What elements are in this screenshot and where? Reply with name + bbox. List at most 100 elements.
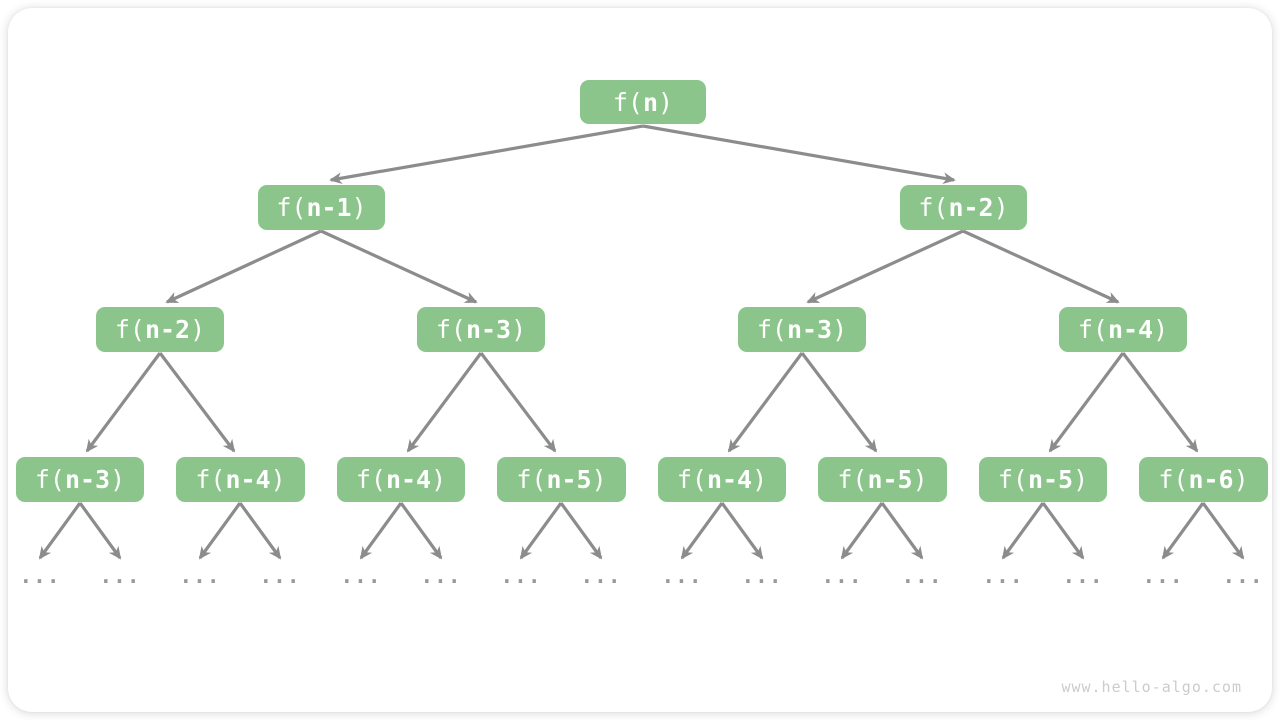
edge-line — [962, 229, 1120, 304]
tree-node: f(n-2) — [96, 307, 224, 352]
node-label-arg: n-2 — [144, 315, 191, 344]
tree-node: f(n-3) — [738, 307, 866, 352]
ellipsis-leaf: ... — [580, 564, 622, 588]
node-label-pre: f( — [516, 465, 547, 494]
tree-node: f(n-5) — [497, 457, 626, 502]
edge-line — [406, 352, 483, 453]
ellipsis-leaf: ... — [901, 564, 943, 588]
edge-line — [806, 229, 964, 304]
edge-line — [1161, 502, 1205, 560]
node-label-arg: n-3 — [786, 315, 833, 344]
ellipsis-leaf: ... — [99, 564, 141, 588]
edge-line — [198, 502, 242, 560]
node-label-arg: n-3 — [465, 315, 512, 344]
edge-line — [727, 352, 804, 453]
edge-line — [158, 352, 236, 453]
node-label-arg: n-4 — [385, 465, 432, 494]
node-label-arg: n-4 — [1107, 315, 1154, 344]
node-label-pre: f( — [276, 193, 307, 222]
node-label-pre: f( — [355, 465, 386, 494]
node-label-arg: n-3 — [64, 465, 111, 494]
edge-line — [1001, 502, 1045, 560]
node-label-post: ) — [1153, 315, 1169, 344]
ellipsis-leaf: ... — [661, 564, 703, 588]
node-label-arg: n-5 — [1027, 465, 1074, 494]
edge-line — [559, 502, 603, 560]
edge-line — [519, 502, 563, 560]
node-label-pre: f( — [918, 193, 949, 222]
tree-node: f(n-6) — [1139, 457, 1268, 502]
edge-line — [680, 502, 724, 560]
ellipsis-leaf: ... — [19, 564, 61, 588]
edge-line — [38, 502, 82, 560]
node-label-arg: n-5 — [867, 465, 913, 494]
node-label-pre: f( — [997, 465, 1028, 494]
edge-line — [1121, 352, 1199, 453]
edge-line — [1041, 502, 1085, 560]
edge-line — [642, 124, 956, 184]
tree-node: f(n-4) — [658, 457, 786, 502]
ellipsis-leaf: ... — [340, 564, 382, 588]
edge-line — [479, 352, 557, 453]
edge-line — [1201, 502, 1245, 560]
tree-node: f(n-5) — [979, 457, 1107, 502]
node-label-pre: f( — [756, 315, 787, 344]
node-label-post: ) — [351, 193, 367, 222]
node-label-pre: f( — [435, 315, 466, 344]
edge-line — [238, 502, 282, 560]
edge-line — [85, 352, 162, 453]
ellipsis-leaf: ... — [821, 564, 863, 588]
node-label-post: ) — [912, 465, 928, 494]
ellipsis-leaf: ... — [741, 564, 783, 588]
node-label-arg: n-1 — [306, 193, 352, 222]
ellipsis-leaf: ... — [420, 564, 462, 588]
tree-node: f(n-1) — [258, 185, 385, 230]
tree-node: f(n-3) — [16, 457, 144, 502]
node-label-pre: f( — [195, 465, 226, 494]
node-label-pre: f( — [676, 465, 707, 494]
node-label-post: ) — [752, 465, 768, 494]
node-label-pre: f( — [837, 465, 868, 494]
tree-node: f(n-2) — [900, 185, 1027, 230]
tree-node: f(n-4) — [1059, 307, 1187, 352]
node-label-arg: n — [642, 87, 659, 117]
edge-line — [720, 502, 764, 560]
tree-node: f(n) — [580, 80, 706, 124]
node-label-arg: n-5 — [546, 465, 592, 494]
node-label-post: ) — [1073, 465, 1089, 494]
edge-line — [800, 352, 878, 453]
edge-line — [399, 502, 443, 560]
ellipsis-leaf: ... — [1142, 564, 1184, 588]
node-label-arg: n-4 — [706, 465, 753, 494]
edge-line — [329, 124, 644, 184]
node-label-arg: n-2 — [948, 193, 994, 222]
tree-node: f(n-3) — [417, 307, 545, 352]
node-label-pre: f( — [1077, 315, 1108, 344]
node-label-post: ) — [110, 465, 126, 494]
edge-line — [165, 229, 322, 304]
ellipsis-leaf: ... — [1222, 564, 1264, 588]
node-label-post: ) — [270, 465, 286, 494]
edge-line — [320, 229, 478, 304]
tree-node: f(n-4) — [337, 457, 465, 502]
node-label-arg: n-4 — [225, 465, 271, 494]
edge-line — [880, 502, 924, 560]
node-label-pre: f( — [612, 87, 643, 117]
node-label-pre: f( — [34, 465, 65, 494]
node-label-post: ) — [431, 465, 447, 494]
ellipsis-leaf: ... — [982, 564, 1024, 588]
ellipsis-leaf: ... — [500, 564, 542, 588]
edge-line — [78, 502, 122, 560]
node-label-post: ) — [993, 193, 1009, 222]
edge-line — [1048, 352, 1125, 453]
node-label-post: ) — [190, 315, 206, 344]
edge-line — [359, 502, 403, 560]
node-label-pre: f( — [114, 315, 145, 344]
ellipsis-leaf: ... — [179, 564, 221, 588]
ellipsis-leaf: ... — [1062, 564, 1104, 588]
node-label-post: ) — [511, 315, 527, 344]
edge-line — [840, 502, 884, 560]
ellipsis-leaf: ... — [259, 564, 301, 588]
